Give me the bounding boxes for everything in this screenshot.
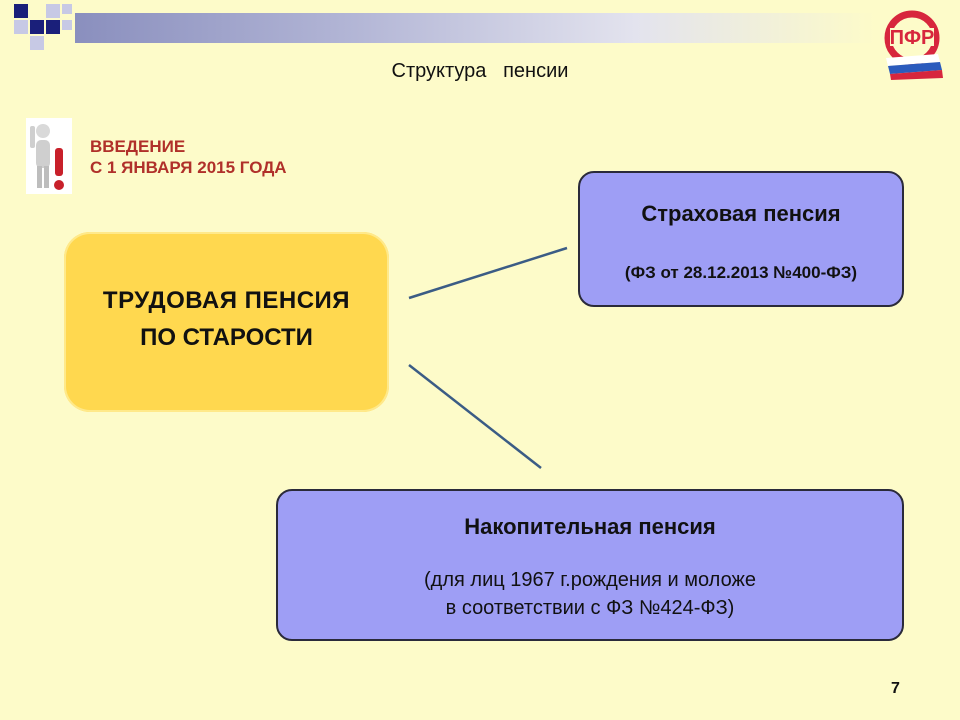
decor-square xyxy=(46,20,60,34)
accumulative-pension-box: Накопительная пенсия (для лиц 1967 г.рож… xyxy=(276,489,904,641)
intro-line-1: ВВЕДЕНИЕ xyxy=(90,137,186,156)
decor-square xyxy=(30,36,44,50)
connector-to-insurance xyxy=(408,246,568,300)
decor-square xyxy=(46,4,60,18)
old-age-pension-box: ТРУДОВАЯ ПЕНСИЯ ПО СТАРОСТИ xyxy=(64,232,389,412)
intro-note: ВВЕДЕНИЕ С 1 ЯНВАРЯ 2015 ГОДА xyxy=(90,136,287,178)
svg-text:ПФР: ПФР xyxy=(890,27,935,49)
insurance-pension-title: Страховая пенсия xyxy=(641,201,841,226)
connector-to-accumulative xyxy=(408,364,542,469)
decor-square xyxy=(62,20,72,30)
accumulative-pension-title: Накопительная пенсия xyxy=(464,514,716,539)
slide-title: Структура пенсии xyxy=(391,60,569,82)
old-age-pension-line-2: ПО СТАРОСТИ xyxy=(140,324,313,351)
decor-square xyxy=(14,20,28,34)
exclamation-figure-icon xyxy=(26,118,72,194)
insurance-pension-box: Страховая пенсия (ФЗ от 28.12.2013 №400-… xyxy=(578,171,904,307)
decor-square xyxy=(62,4,72,14)
accumulative-pension-note-1: (для лиц 1967 г.рождения и моложе xyxy=(424,569,756,591)
pfr-logo-icon: ПФР xyxy=(884,10,943,80)
old-age-pension-line-1: ТРУДОВАЯ ПЕНСИЯ xyxy=(102,287,351,314)
accumulative-pension-note-2: в соответствии с ФЗ №424-ФЗ) xyxy=(445,597,735,619)
page-number: 7 xyxy=(891,680,900,697)
decor-square xyxy=(30,20,44,34)
header-gradient-bar xyxy=(75,13,875,43)
decor-square xyxy=(14,4,28,18)
insurance-pension-law: (ФЗ от 28.12.2013 №400-ФЗ) xyxy=(624,263,858,282)
intro-line-2: С 1 ЯНВАРЯ 2015 ГОДА xyxy=(90,158,287,177)
